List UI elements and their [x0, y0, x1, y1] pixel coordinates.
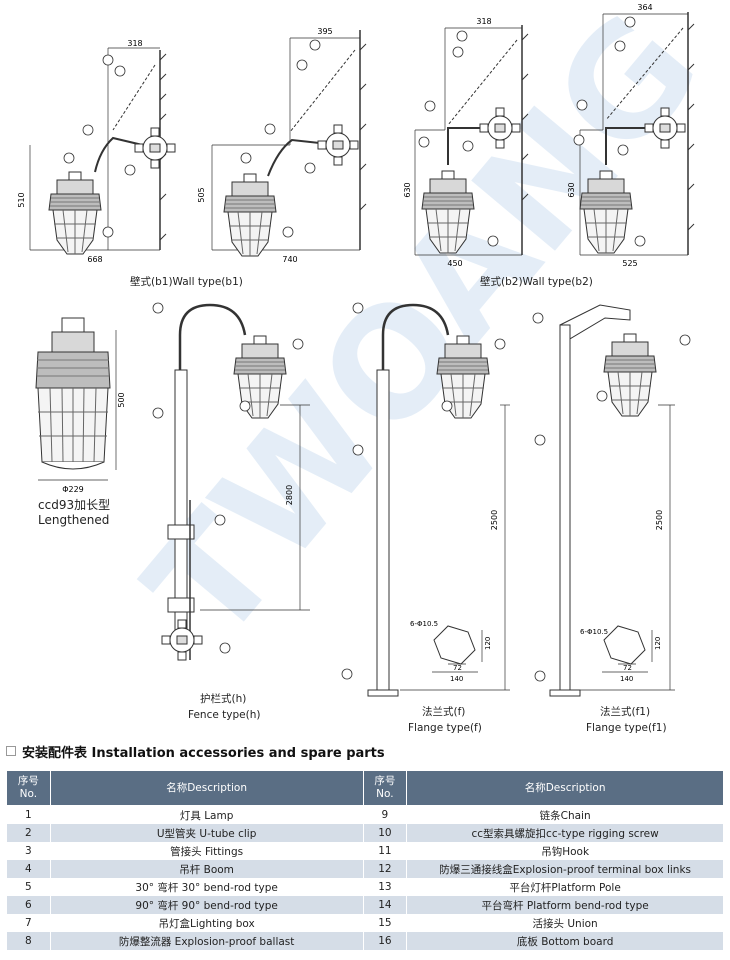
- caption-flange-f1-cn: 法兰式(f1): [600, 706, 651, 718]
- section-title: 安装配件表 Installation accessories and spare…: [6, 742, 385, 761]
- dim-flange-f1-height: 2500: [655, 510, 664, 530]
- dim-b1l-bottom: 740: [282, 255, 297, 264]
- dim-flange-f1-b: 140: [620, 675, 633, 683]
- drawing-fence-type: [152, 302, 310, 661]
- caption-wall-b1: 壁式(b1)Wall type(b1): [130, 276, 243, 288]
- caption-fence-en: Fence type(h): [188, 709, 261, 721]
- caption-lengthened-cn: ccd93加长型: [38, 498, 111, 512]
- dim-flange-f1-holes: 6-Φ10.5: [580, 628, 608, 636]
- header-desc-right: 名称Description: [406, 770, 724, 806]
- dim-lengthened-height: 500: [117, 392, 126, 407]
- dim-b1s-height: 510: [17, 192, 26, 207]
- dim-flange-f-height: 2500: [490, 510, 499, 530]
- header-desc-left: 名称Description: [49, 770, 364, 806]
- dim-b1s-top: 318: [127, 39, 142, 48]
- caption-lengthened-en: Lengthened: [38, 513, 110, 527]
- dim-b2s-top: 318: [476, 17, 491, 26]
- dim-b2l-height: 630: [567, 182, 576, 197]
- dim-b1s-bottom: 668: [87, 255, 102, 264]
- installation-drawings: TWOANG 318 510 668: [17, 0, 730, 697]
- drawing-wall-b1-small: [29, 47, 176, 255]
- caption-fence-cn: 护栏式(h): [200, 693, 247, 705]
- watermark-logo: TWOANG: [114, 0, 730, 673]
- dim-flange-f-a: 72: [453, 664, 462, 672]
- dim-flange-f-h: 120: [484, 637, 492, 650]
- dim-b2s-bottom: 450: [447, 259, 462, 268]
- dim-flange-f-holes: 6-Φ10.5: [410, 620, 438, 628]
- dim-flange-f1-a: 72: [623, 664, 632, 672]
- drawing-wall-b2-small: [414, 25, 529, 256]
- section-marker-icon: [6, 746, 16, 756]
- caption-wall-b2: 壁式(b2)Wall type(b2): [480, 276, 593, 288]
- dim-fence-height: 2800: [285, 485, 294, 505]
- drawing-flange-f1: [532, 304, 691, 697]
- drawing-wall-b1-large: [211, 30, 367, 257]
- caption-flange-f1-en: Flange type(f1): [586, 722, 667, 734]
- section-title-text: 安装配件表 Installation accessories and spare…: [22, 746, 385, 761]
- svg-text:TWOANG: TWOANG: [114, 0, 730, 673]
- dim-b1l-height: 505: [197, 187, 206, 202]
- drawing-lengthened: [35, 317, 117, 481]
- caption-flange-f-cn: 法兰式(f): [422, 706, 466, 718]
- dim-b2l-bottom: 525: [622, 259, 637, 268]
- dim-lengthened-diameter: Φ229: [62, 485, 84, 494]
- dim-flange-f1-h: 120: [654, 637, 662, 650]
- dim-b2s-height: 630: [403, 182, 412, 197]
- dim-flange-f-b: 140: [450, 675, 463, 683]
- dim-b1l-top: 395: [317, 27, 332, 36]
- caption-flange-f-en: Flange type(f): [408, 722, 482, 734]
- drawing-flange-f: [341, 302, 510, 697]
- dim-b2l-top: 364: [637, 3, 652, 12]
- drawing-wall-b2-large: [573, 12, 695, 256]
